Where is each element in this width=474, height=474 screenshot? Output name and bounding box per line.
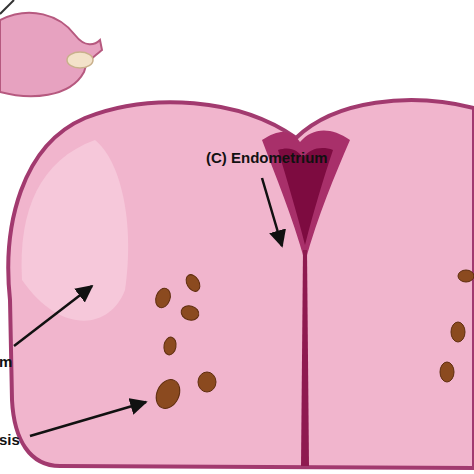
part-label: m (0, 353, 12, 371)
myometrium-body (8, 100, 474, 468)
cervical-canal (301, 250, 309, 466)
adenomyosis-spots (152, 270, 474, 412)
leader-lines (14, 178, 282, 436)
part-label: (C) Endometrium (206, 149, 328, 167)
uterus-icon (0, 0, 102, 96)
highlight-zone (22, 140, 129, 321)
part-label: sis (0, 431, 20, 449)
